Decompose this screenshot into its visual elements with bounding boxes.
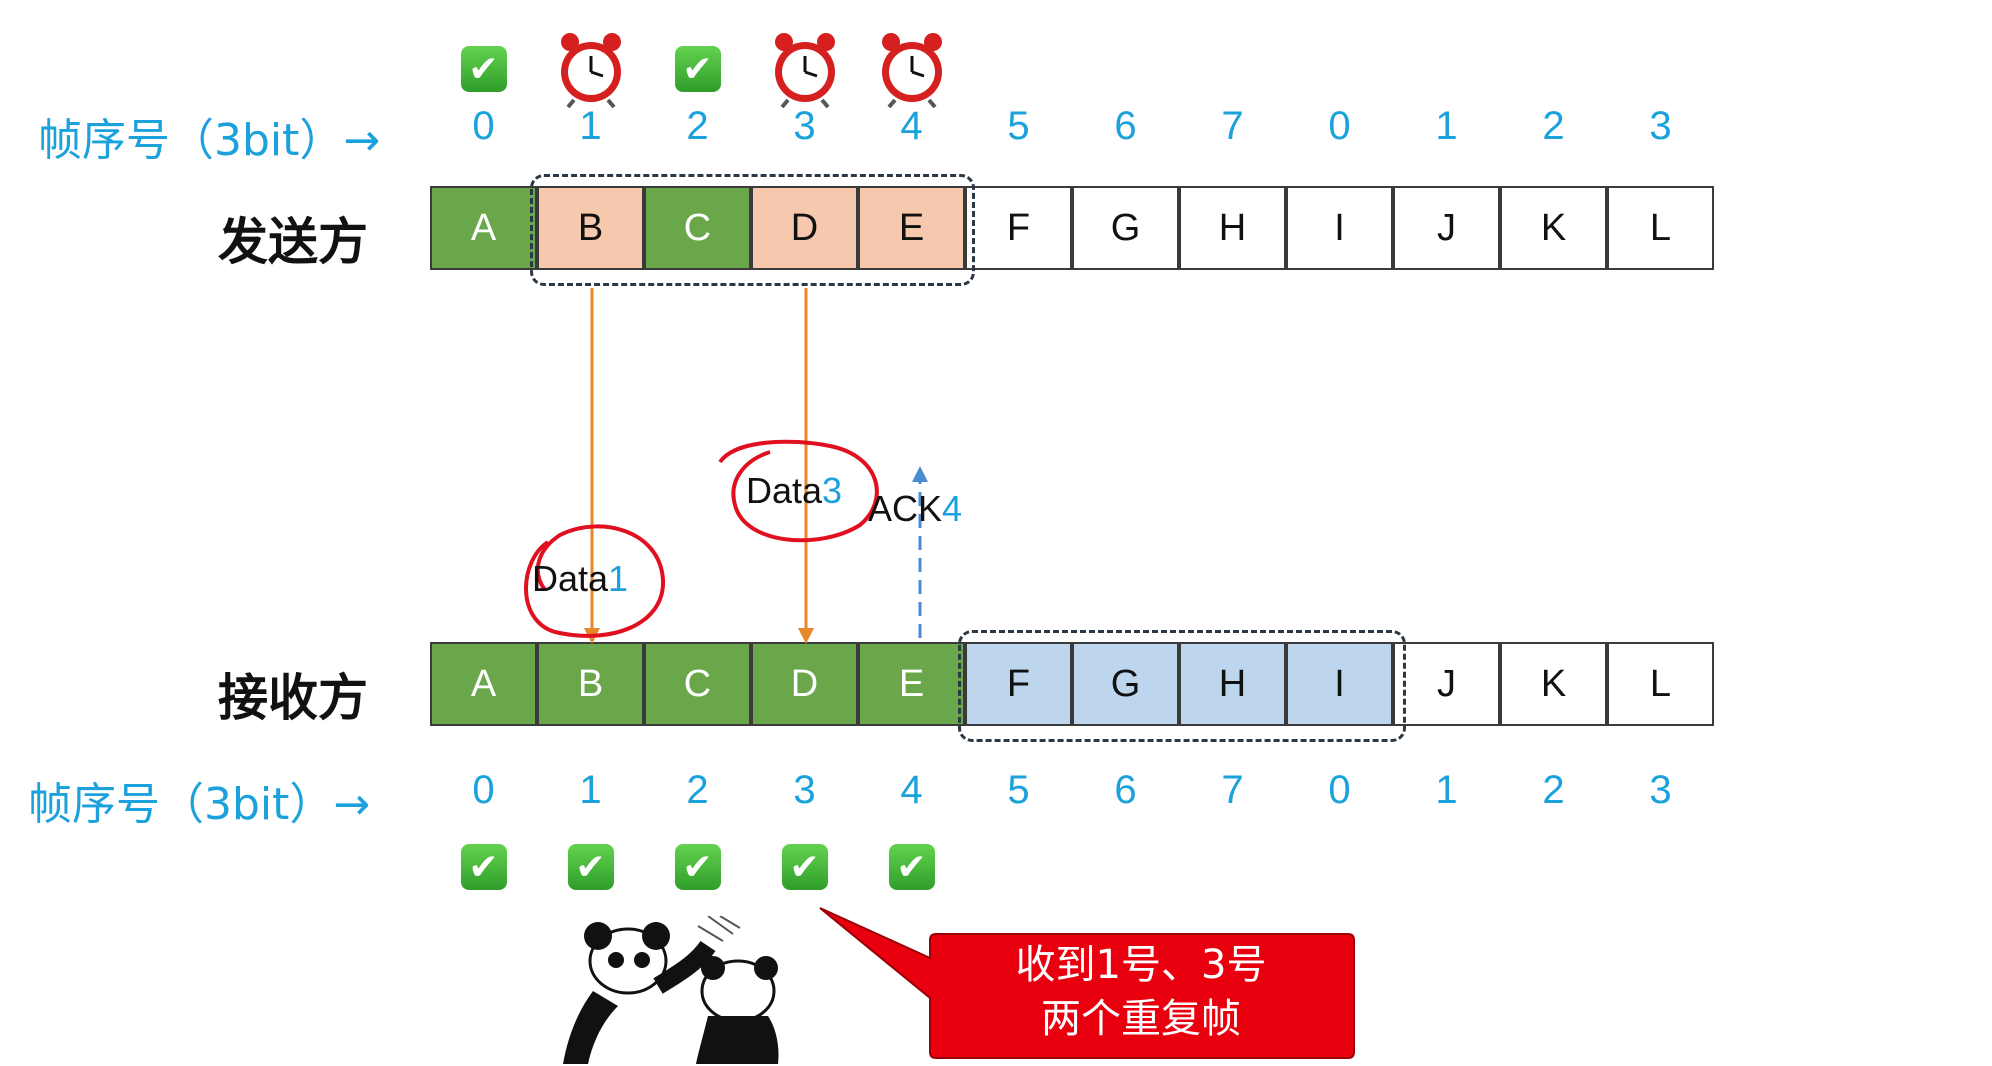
receiver-seq-7: 7	[1221, 768, 1244, 812]
sender-sequence-label: 帧序号（3bit）→	[38, 115, 381, 166]
receiver-seq-10: 2	[1542, 768, 1565, 812]
receiver-frame-h: H	[1179, 642, 1286, 726]
sender-frame-d: D	[751, 186, 858, 270]
receiver-window	[958, 630, 1406, 742]
receiver-frame-f: F	[965, 642, 1072, 726]
sender-window	[530, 174, 975, 286]
receiver-seq-3: 3	[793, 768, 816, 812]
sender-frame-a: A	[430, 186, 537, 270]
sender-seq-7: 7	[1221, 104, 1244, 148]
sender-alarm-clock-icon-4	[877, 30, 947, 109]
sender-seq-4: 4	[900, 104, 923, 148]
sender-alarm-clock-icon-1	[556, 30, 626, 109]
receiver-seq-2: 2	[686, 768, 709, 812]
receiver-seq-6: 6	[1114, 768, 1137, 812]
sender-seq-5: 5	[1007, 104, 1030, 148]
ack4-label: ACK4	[868, 488, 963, 529]
sender-frame-l: L	[1607, 186, 1714, 270]
receiver-frame-k: K	[1500, 642, 1607, 726]
sender-frame-g: G	[1072, 186, 1179, 270]
receiver-seq-4: 4	[900, 768, 923, 812]
receiver-seq-8: 0	[1328, 768, 1351, 812]
receiver-frame-l: L	[1607, 642, 1714, 726]
sender-frame-f: F	[965, 186, 1072, 270]
receiver-seq-9: 1	[1435, 768, 1458, 812]
sender-frame-j: J	[1393, 186, 1500, 270]
sender-frame-h: H	[1179, 186, 1286, 270]
receiver-seq-5: 5	[1007, 768, 1030, 812]
data3-label: Data3	[746, 470, 843, 511]
sender-seq-2: 2	[686, 104, 709, 148]
data3-arrowhead	[798, 628, 814, 644]
sender-seq-1: 1	[579, 104, 602, 148]
sender-frame-e: E	[858, 186, 965, 270]
receiver-frame-i: I	[1286, 642, 1393, 726]
receiver-check-icon-1: ✔	[567, 844, 614, 890]
sender-label: 发送方	[218, 213, 368, 271]
callout-text: 收到1号、3号 两个重复帧	[928, 938, 1354, 1046]
ack4-arrowhead	[912, 466, 928, 482]
sender-seq-9: 1	[1435, 104, 1458, 148]
receiver-seq-11: 3	[1649, 768, 1672, 812]
receiver-check-icon-3: ✔	[781, 844, 828, 890]
receiver-frame-a: A	[430, 642, 537, 726]
sender-seq-0: 0	[472, 104, 495, 148]
receiver-sequence-label: 帧序号（3bit）→	[28, 779, 371, 830]
duplicate-frame-callout	[819, 907, 1355, 1059]
callout-line-2: 两个重复帧	[1041, 996, 1241, 1042]
sender-frame-i: I	[1286, 186, 1393, 270]
sender-seq-8: 0	[1328, 104, 1351, 148]
receiver-frame-g: G	[1072, 642, 1179, 726]
data1-circle	[524, 524, 666, 638]
receiver-check-icon-4: ✔	[888, 844, 935, 890]
sender-frame-k: K	[1500, 186, 1607, 270]
data3-circle	[718, 439, 879, 543]
data1-label: Data1	[532, 558, 629, 599]
sender-seq-6: 6	[1114, 104, 1137, 148]
sender-frame-b: B	[537, 186, 644, 270]
receiver-seq-1: 1	[579, 768, 602, 812]
sender-seq-11: 3	[1649, 104, 1672, 148]
callout-line-1: 收到1号、3号	[1015, 942, 1267, 988]
receiver-frame-b: B	[537, 642, 644, 726]
receiver-frame-c: C	[644, 642, 751, 726]
sender-alarm-clock-icon-3	[770, 30, 840, 109]
sender-seq-3: 3	[793, 104, 816, 148]
receiver-frame-d: D	[751, 642, 858, 726]
sender-frame-c: C	[644, 186, 751, 270]
panda-meme-illustration	[563, 916, 779, 1064]
receiver-frame-j: J	[1393, 642, 1500, 726]
receiver-label: 接收方	[218, 669, 368, 727]
receiver-frame-e: E	[858, 642, 965, 726]
receiver-check-icon-0: ✔	[460, 844, 507, 890]
sender-check-icon-2: ✔	[674, 46, 721, 92]
receiver-check-icon-2: ✔	[674, 844, 721, 890]
sender-check-icon-0: ✔	[460, 46, 507, 92]
receiver-seq-0: 0	[472, 768, 495, 812]
sender-seq-10: 2	[1542, 104, 1565, 148]
